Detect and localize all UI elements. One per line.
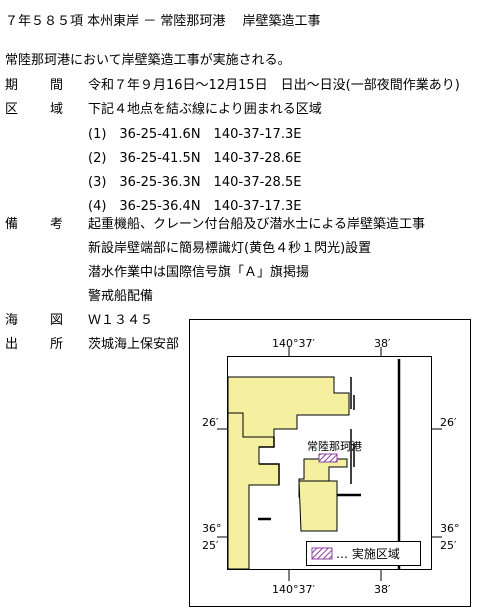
area-point-4: (4) 36-25-36.4N 140-37-17.3E xyxy=(88,199,302,214)
remarks-line-4: 警戒船配備 xyxy=(88,289,154,304)
map-grid-ticks xyxy=(217,347,442,581)
lon-top-left: 140°37′ xyxy=(272,337,315,350)
remarks-line-1: 起重機船、クレーン付台船及び潜水士による岸壁築造工事 xyxy=(88,217,425,232)
lat-deg-left: 36° xyxy=(202,522,222,535)
remarks-label: 備考 xyxy=(5,217,63,232)
notice-title: ７年５８５項 本州東岸 － 常陸那珂港 岸壁築造工事 xyxy=(5,14,321,29)
land-area xyxy=(227,376,350,570)
area-point-3: (3) 36-25-36.3N 140-37-28.5E xyxy=(88,175,302,190)
chart-label: 海図 xyxy=(5,313,63,328)
map-legend: … 実施区域 xyxy=(306,541,421,566)
notice-intro: 常陸那珂港において岸壁築造工事が実施される。 xyxy=(5,53,291,68)
area-label: 区域 xyxy=(5,102,63,117)
source-label: 出所 xyxy=(5,337,63,352)
remarks-line-3: 潜水作業中は国際信号旗「Ａ」旗掲揚 xyxy=(88,265,310,280)
location-map: 常陸那珂港 140°37′ 38′ 26′ 26′ 36° 25′ 36° 25… xyxy=(189,319,471,607)
area-point-1: (1) 36-25-41.6N 140-37-17.3E xyxy=(88,127,302,142)
legend-label: … 実施区域 xyxy=(336,546,400,561)
lat-26-left: 26′ xyxy=(202,416,219,429)
lon-bottom-left: 140°37′ xyxy=(272,583,315,596)
lon-top-right: 38′ xyxy=(374,337,391,350)
remarks-line-2: 新設岸壁端部に簡易標識灯(黄色４秒１閃光)設置 xyxy=(88,241,372,256)
port-name: 常陸那珂港 xyxy=(307,440,362,453)
legend-swatch xyxy=(311,547,333,560)
lat-26-right: 26′ xyxy=(440,416,457,429)
lat-min-left: 25′ xyxy=(202,539,219,552)
chart-value: Ｗ１３４５ xyxy=(88,313,154,328)
lon-bottom-right: 38′ xyxy=(374,583,391,596)
period-value: 令和７年９月16日～12月15日 日出～日没(一部夜間作業あり) xyxy=(88,78,460,93)
area-value: 下記４地点を結ぶ線により囲まれる区域 xyxy=(88,102,322,117)
area-point-2: (2) 36-25-41.5N 140-37-28.6E xyxy=(88,151,302,166)
period-label: 期間 xyxy=(5,78,63,93)
harbor-lines xyxy=(258,359,401,569)
work-area xyxy=(318,453,338,463)
source-value: 茨城海上保安部 xyxy=(88,337,180,352)
lat-min-right: 25′ xyxy=(440,539,457,552)
lat-deg-right: 36° xyxy=(440,522,460,535)
